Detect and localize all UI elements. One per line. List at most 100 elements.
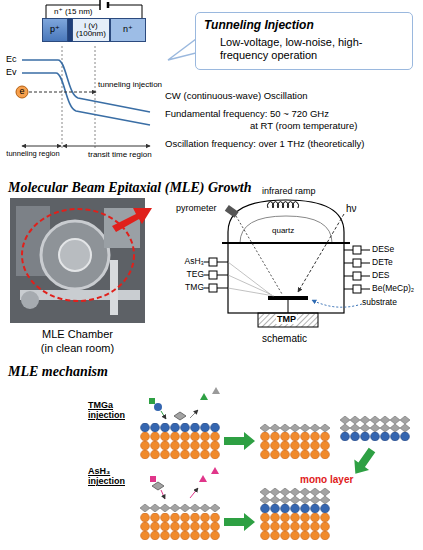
pointer-arrow	[112, 208, 152, 232]
band-label: Ev	[6, 67, 17, 77]
battery-symbol	[107, 2, 110, 8]
box-heading: n⁺	[123, 25, 133, 34]
valve	[209, 258, 217, 266]
battery-symbol	[99, 0, 101, 10]
molecule	[211, 467, 219, 474]
atom-layer	[260, 424, 330, 432]
box-heading: i (v) (100nm)	[73, 22, 109, 39]
spec-text: CW (continuous-wave) Oscillation	[165, 91, 308, 102]
photo-detail	[59, 239, 91, 271]
quartz-window	[240, 216, 332, 243]
part-label: infrared ramp	[262, 186, 316, 196]
atom-layer	[140, 432, 220, 459]
photo-detail	[110, 260, 118, 315]
valve	[209, 284, 217, 292]
region-arrow	[22, 146, 61, 147]
photo-detail	[41, 221, 109, 289]
part-label: pyrometer	[176, 203, 217, 213]
highlight-circle	[22, 209, 134, 301]
schematic-caption: schematic	[262, 333, 307, 345]
valve	[353, 272, 361, 280]
photo-caption: (in clean room)	[10, 342, 145, 355]
leader-line	[312, 300, 362, 307]
gas-label: DES	[372, 271, 389, 281]
valve	[209, 271, 217, 279]
annotation: mono layer	[300, 474, 353, 486]
box-text: Low-voltage, low-noise, high-frequency o…	[204, 36, 370, 62]
i-layer-box: i (v) (100nm)	[72, 18, 110, 42]
atom-layer	[340, 416, 410, 432]
gas-label: DETe	[372, 258, 393, 268]
layer-label: n⁺ (15 nm)	[54, 7, 92, 16]
molecule	[199, 475, 207, 482]
photo-detail	[21, 291, 39, 309]
electron-label: e	[16, 86, 28, 96]
gas-label: AsH₃	[168, 257, 204, 267]
chamber-dome	[228, 200, 344, 243]
valve	[353, 259, 361, 267]
atom-layer	[140, 504, 220, 512]
annotation: tunneling injection	[98, 80, 162, 89]
step-label: AsH₃ injection	[88, 466, 136, 487]
pyrometer-device	[225, 205, 239, 218]
part-label: substrate	[362, 298, 397, 308]
molecule	[212, 387, 220, 394]
gas-label: TEG	[168, 270, 204, 280]
molecule	[154, 403, 162, 411]
step-arrow	[348, 445, 379, 479]
region-divider	[95, 46, 96, 150]
pump	[258, 313, 318, 327]
region-arrow	[63, 146, 150, 147]
gas-flow	[228, 262, 274, 296]
molecule	[200, 393, 208, 400]
electron	[16, 86, 28, 98]
part-label: TMP	[276, 314, 297, 324]
step-arrow	[224, 432, 255, 450]
spec-text: Fundamental frequency: 50 ~ 720 GHz	[165, 109, 329, 120]
flow-arrow	[190, 410, 198, 418]
atom-layer	[140, 513, 220, 540]
section-title: Molecular Beam Epitaxial (MLE) Growth	[8, 180, 251, 196]
step-arrow	[224, 513, 255, 531]
part-label: quartz	[272, 226, 294, 235]
chamber-photo	[10, 198, 145, 323]
molecule	[149, 398, 155, 404]
section-title: MLE mechanism	[8, 364, 108, 380]
atom-layer	[260, 432, 330, 459]
injection-arrow	[29, 92, 96, 93]
atom-layer	[260, 504, 330, 513]
gas-label: DESe	[372, 245, 394, 255]
flow-arrow	[161, 411, 166, 419]
region-label: tunneling region	[2, 150, 64, 159]
substrate	[268, 296, 308, 300]
wire	[46, 5, 142, 18]
light-arrow	[298, 214, 344, 292]
molecule	[152, 482, 164, 490]
photo-caption: MLE Chamber	[10, 328, 145, 341]
valve	[353, 246, 361, 254]
band-label: Ec	[6, 54, 17, 64]
spec-text: at RT (room temperature)	[250, 121, 357, 132]
flow-arrow	[190, 488, 198, 498]
box-heading: Tunneling Injection	[204, 18, 406, 33]
gas-label: Be(MeCp)₂	[372, 284, 414, 294]
part-label: hν	[346, 203, 357, 215]
atom-layer	[260, 513, 330, 540]
box-heading: p⁺	[50, 25, 60, 34]
valve	[353, 285, 361, 293]
spec-text: Oscillation frequency: over 1 THz (theor…	[165, 139, 364, 150]
step-arrow	[348, 445, 379, 479]
atom-layer	[140, 423, 220, 432]
molecule	[174, 412, 186, 420]
step-label: TMGa injection	[88, 400, 136, 421]
mono-layer	[260, 488, 330, 504]
chamber-body	[228, 243, 344, 313]
heater-coil	[268, 202, 299, 208]
region-label: transit time region	[88, 150, 152, 159]
flow-arrow	[161, 490, 165, 499]
